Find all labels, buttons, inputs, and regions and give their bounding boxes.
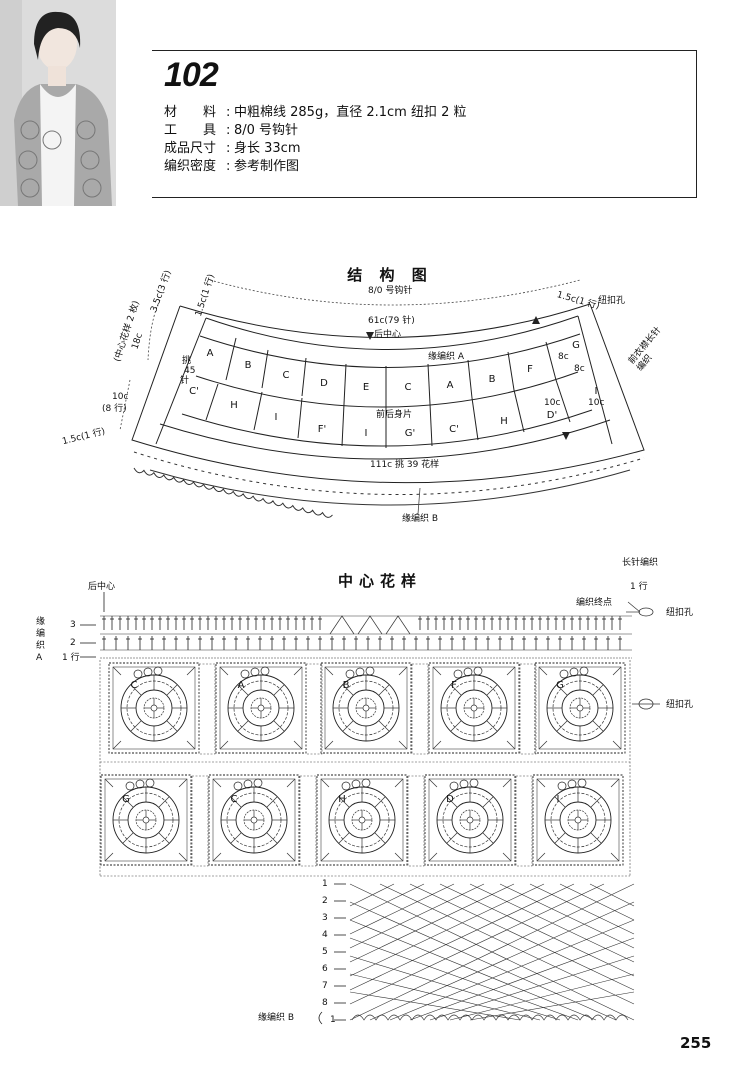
right-measure-4: 10c <box>544 398 561 408</box>
cell-label: F' <box>317 424 327 435</box>
structure-hook: 8/0 号钩针 <box>368 286 413 296</box>
edge-b-label: 缘编织 B <box>402 514 439 524</box>
cell-label: B <box>244 360 252 371</box>
model-photo <box>0 0 116 206</box>
bottom-count-label: 111c 挑 39 花样 <box>370 460 440 470</box>
edge-a-row: 2 <box>70 638 76 648</box>
motif-end-point: 编织终点 <box>576 598 613 608</box>
spec-label: 工 具 <box>164 123 217 138</box>
cell-label: C <box>282 370 290 381</box>
cell-label: I <box>594 386 598 397</box>
page-number: 255 <box>680 1034 712 1052</box>
edge-a-row: 3 <box>70 620 76 630</box>
edge-a-label: 缘编织 A <box>428 352 465 362</box>
cell-label: A <box>206 348 214 359</box>
cell-label: G' <box>404 428 416 439</box>
pick-count: 45 <box>184 366 196 376</box>
header-frame <box>152 50 697 198</box>
motif-label: G <box>556 680 564 691</box>
motif-label: D <box>446 794 454 805</box>
spec-label: 材 料 <box>164 105 217 120</box>
pick-unit: 针 <box>180 376 190 386</box>
motif-label: B <box>342 680 350 691</box>
cell-label: G <box>572 340 580 351</box>
cell-label: E <box>362 382 370 393</box>
body-label: 前后身片 <box>376 410 413 420</box>
cell-label: A <box>446 380 454 391</box>
motif-back-center: 后中心 <box>88 582 116 592</box>
cell-label: F <box>527 364 533 375</box>
cell-label: I <box>364 428 368 439</box>
left-measure-5: 10c <box>112 392 129 402</box>
cell-label: I <box>274 412 278 423</box>
motif-label: I <box>556 794 560 805</box>
structure-title: 结 构 图 <box>347 266 433 284</box>
motif-row-one: 1 行 <box>630 582 648 592</box>
cell-label: B <box>488 374 496 385</box>
buttonhole-label: 纽扣孔 <box>598 296 626 306</box>
motif-title: 中心花样 <box>337 572 422 590</box>
mesh-row-number: 3 <box>322 913 328 923</box>
cell-label: C' <box>449 424 459 435</box>
cell-label: C' <box>189 386 199 397</box>
cell-label: H <box>230 400 238 411</box>
mesh-row-number: 7 <box>322 981 328 991</box>
motif-buttonhole-2: 纽扣孔 <box>666 700 694 710</box>
mesh-row-number: 1 <box>322 879 328 889</box>
motif-label: H <box>338 794 346 805</box>
back-center-label: 后中心 <box>374 330 402 340</box>
cell-label: H <box>500 416 508 427</box>
motif-label: A <box>237 680 245 691</box>
mesh-row-number: 4 <box>322 930 328 940</box>
cell-label: D' <box>546 410 558 421</box>
right-measure-2: 8c <box>558 352 569 362</box>
top-stitch-count: 61c(79 针) <box>368 316 415 326</box>
spec-tools: 工 具:8/0 号钩针 <box>164 123 299 138</box>
motif-long-stitch: 长针编织 <box>622 558 659 568</box>
model-photo-illustration <box>0 0 116 206</box>
cell-label: C <box>404 382 412 393</box>
motif-edge-b-label: 缘编织 B <box>258 1013 295 1023</box>
pick-label: 挑 <box>182 356 192 366</box>
spec-value: 参考制作图 <box>234 159 300 174</box>
motif-label: F <box>451 680 457 691</box>
spec-value: 身长 33cm <box>234 141 301 156</box>
right-measure-5: 10c <box>588 398 605 408</box>
spec-materials: 材 料:中粗棉线 285g，直径 2.1cm 纽扣 2 粒 <box>164 105 467 120</box>
mesh-row-number: 1 <box>330 1015 336 1025</box>
spec-value: 中粗棉线 285g，直径 2.1cm 纽扣 2 粒 <box>234 105 467 120</box>
cell-label: D <box>320 378 328 389</box>
motif-label: G <box>122 794 130 805</box>
mesh-row-number: 6 <box>322 964 328 974</box>
mesh-row-number: 8 <box>322 998 328 1008</box>
spec-value: 8/0 号钩针 <box>234 123 299 138</box>
motif-label: C <box>230 794 238 805</box>
spec-gauge: 编织密度:参考制作图 <box>164 159 300 174</box>
left-measure-6: (8 行) <box>102 404 127 414</box>
spec-label: 成品尺寸 <box>164 141 217 156</box>
pattern-number: 102 <box>164 56 219 94</box>
spec-size: 成品尺寸:身长 33cm <box>164 141 301 156</box>
right-measure-3: 8c <box>574 364 585 374</box>
mesh-row-number: 2 <box>322 896 328 906</box>
spec-label: 编织密度 <box>164 159 217 174</box>
motif-buttonhole-1: 纽扣孔 <box>666 608 694 618</box>
edge-a-row: 1 行 <box>62 653 80 663</box>
edge-a-side-label: 缘编织A <box>36 617 46 663</box>
motif-label: C <box>130 680 138 691</box>
mesh-row-number: 5 <box>322 947 328 957</box>
